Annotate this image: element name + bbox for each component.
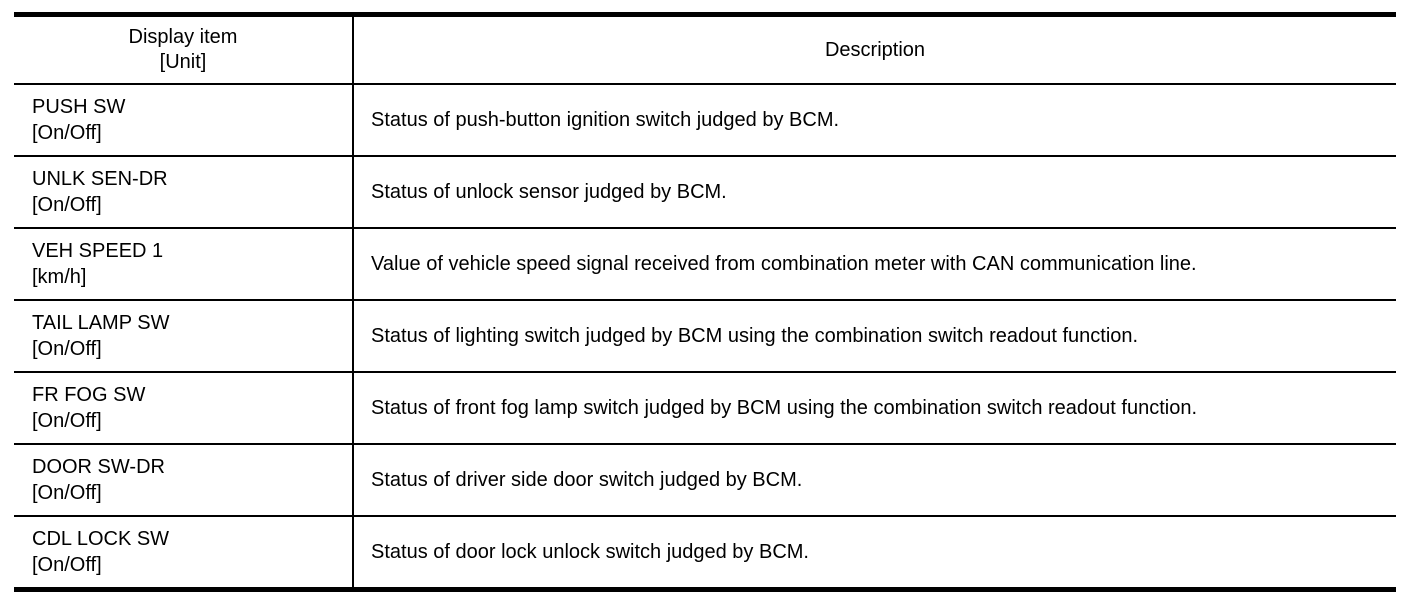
table-row: DOOR SW-DR [On/Off] Status of driver side …	[14, 444, 1396, 517]
display-item-unit: [On/Off]	[32, 482, 102, 504]
display-item-unit: [km/h]	[32, 266, 87, 288]
description-cell: Value of vehicle speed signal received f…	[353, 228, 1396, 301]
display-item-unit: [On/Off]	[32, 410, 102, 432]
column-header-display-item: Display item [Unit]	[14, 12, 354, 85]
table-header-row: Display item [Unit] Description	[14, 12, 1396, 85]
description-cell: Status of driver side door switch judged…	[353, 444, 1396, 517]
display-item-cell: TAIL LAMP SW [On/Off]	[14, 300, 354, 373]
display-item-cell: CDL LOCK SW [On/Off]	[14, 516, 354, 592]
table-row: PUSH SW [On/Off] Status of push-button ign…	[14, 84, 1396, 157]
table-row: TAIL LAMP SW [On/Off] Status of lighting s…	[14, 300, 1396, 373]
display-item-name: CDL LOCK SW	[32, 528, 170, 550]
description-text: Status of front fog lamp switch judged b…	[371, 397, 1197, 419]
description-cell: Status of lighting switch judged by BCM …	[353, 300, 1396, 373]
column-header-display-item-line2: [Unit]	[159, 51, 207, 73]
table-row: VEH SPEED 1 [km/h] Value of vehicle speed …	[14, 228, 1396, 301]
description-text: Status of lighting switch judged by BCM …	[371, 325, 1139, 347]
description-text: Status of door lock unlock switch judged…	[371, 541, 809, 563]
description-cell: Status of unlock sensor judged by BCM.	[353, 156, 1396, 229]
description-text: Status of unlock sensor judged by BCM.	[371, 181, 727, 203]
display-item-name: TAIL LAMP SW	[32, 312, 170, 334]
display-item-name: VEH SPEED 1	[32, 240, 164, 262]
table-row: CDL LOCK SW [On/Off] Status of door lock u…	[14, 516, 1396, 592]
description-cell: Status of door lock unlock switch judged…	[353, 516, 1396, 592]
display-item-cell: DOOR SW-DR [On/Off]	[14, 444, 354, 517]
column-header-display-item-line1: Display item	[128, 26, 238, 48]
table-row: UNLK SEN-DR [On/Off] Status of unlock sens…	[14, 156, 1396, 229]
description-text: Value of vehicle speed signal received f…	[371, 253, 1197, 275]
table-body: PUSH SW [On/Off] Status of push-button ign…	[14, 84, 1396, 592]
description-text: Status of push-button ignition switch ju…	[371, 109, 840, 131]
table-row: FR FOG SW [On/Off] Status of front fog lam…	[14, 372, 1396, 445]
display-item-cell: VEH SPEED 1 [km/h]	[14, 228, 354, 301]
display-item-name: DOOR SW-DR	[32, 456, 165, 478]
display-item-name: FR FOG SW	[32, 384, 146, 406]
display-item-description-table: Display item [Unit] Description PUSH SW […	[14, 12, 1396, 592]
description-text: Status of driver side door switch judged…	[371, 469, 803, 491]
display-item-unit: [On/Off]	[32, 194, 102, 216]
column-header-description-label: Description	[824, 38, 926, 61]
description-cell: Status of push-button ignition switch ju…	[353, 84, 1396, 157]
display-item-name: UNLK SEN-DR	[32, 168, 168, 190]
display-item-unit: [On/Off]	[32, 122, 102, 144]
display-item-cell: FR FOG SW [On/Off]	[14, 372, 354, 445]
display-item-cell: PUSH SW [On/Off]	[14, 84, 354, 157]
column-header-description: Description	[353, 12, 1396, 85]
display-item-name: PUSH SW	[32, 96, 126, 118]
table-header: Display item [Unit] Description	[14, 12, 1396, 85]
description-cell: Status of front fog lamp switch judged b…	[353, 372, 1396, 445]
display-item-unit: [On/Off]	[32, 554, 102, 576]
display-item-cell: UNLK SEN-DR [On/Off]	[14, 156, 354, 229]
display-item-unit: [On/Off]	[32, 338, 102, 360]
